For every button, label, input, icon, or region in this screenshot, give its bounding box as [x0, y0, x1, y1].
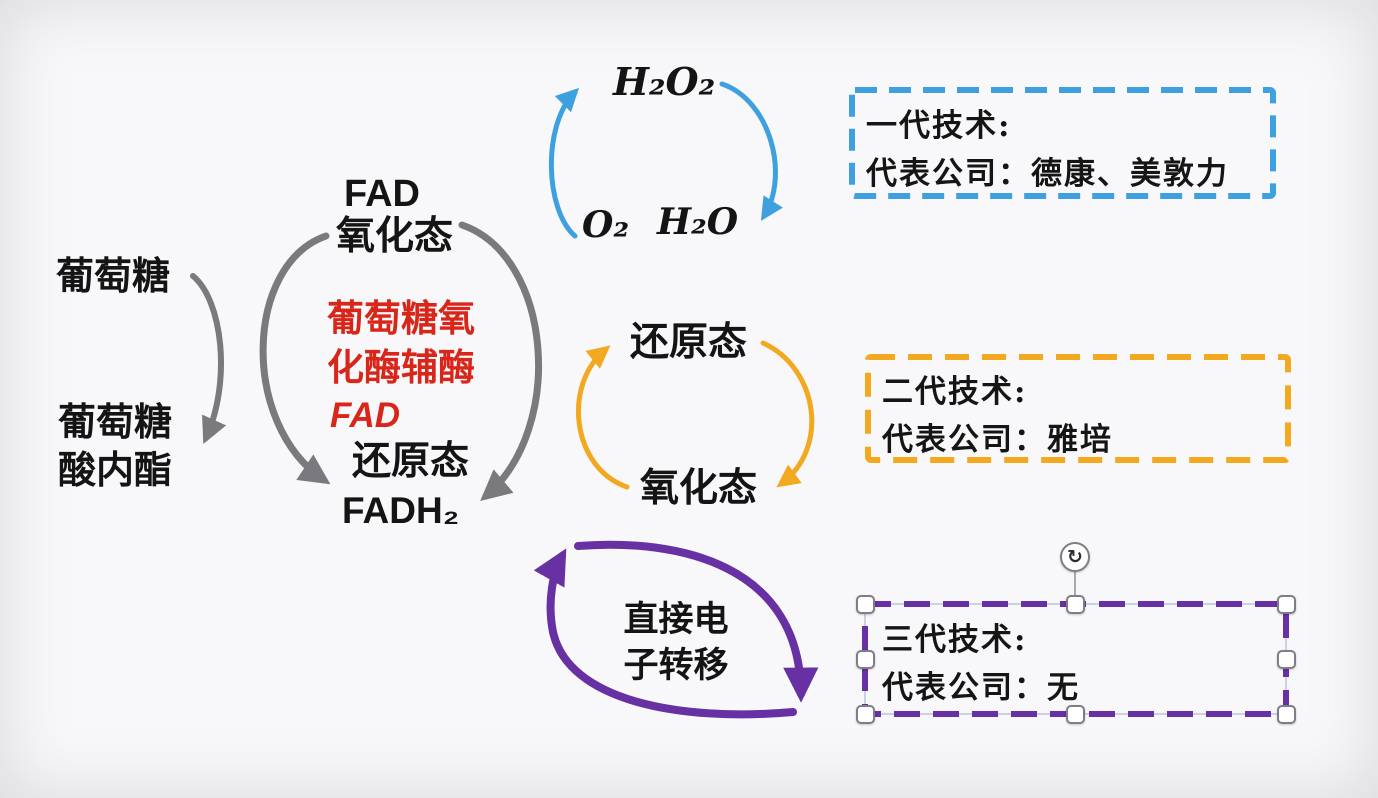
direct-electron-transfer-label[interactable]: 直接电 子转移 — [623, 599, 729, 686]
gen3-loop-top-arrow[interactable] — [574, 540, 819, 703]
fad-cycle-left-arrow[interactable] — [259, 232, 331, 485]
rotate-icon: ↻ — [1067, 546, 1083, 568]
gen3-box-text[interactable]: 三代技术: 代表公司：无 — [882, 616, 1080, 712]
enzyme-cofactor-label[interactable]: FAD — [330, 396, 400, 435]
gen1-box-border[interactable] — [849, 87, 1276, 199]
selection-handle-middle-right[interactable] — [1277, 650, 1296, 669]
fad-oxidized-state-label[interactable]: 氧化态 — [336, 213, 454, 259]
gen2-reduced-state-label[interactable]: 还原态 — [630, 319, 748, 365]
fad-reduced-state-label[interactable]: 还原态 — [352, 438, 470, 484]
gen1-title: 一代技术: — [866, 108, 1012, 144]
h2o2-label[interactable]: H₂O₂ — [613, 59, 716, 104]
rotation-handle[interactable]: ↻ — [1060, 542, 1090, 572]
o2-label[interactable]: O₂ — [582, 204, 630, 246]
glucose-arrow[interactable] — [190, 273, 227, 445]
gen3-loop-bottom-arrow[interactable] — [533, 548, 797, 719]
selection-handle-bottom-right[interactable] — [1277, 705, 1296, 724]
gen2-oxidized-state-label[interactable]: 氧化态 — [640, 465, 758, 511]
glucose-label[interactable]: 葡萄糖 — [56, 253, 171, 298]
selection-handle-bottom-center[interactable] — [1066, 705, 1085, 724]
enzyme-name-label[interactable]: 葡萄糖氧 化酶辅酶 — [327, 296, 475, 389]
gen3-title: 三代技术: — [882, 622, 1028, 658]
fadh2-label[interactable]: FADH₂ — [342, 490, 460, 531]
gen2-companies: 代表公司：雅培 — [882, 422, 1113, 458]
gen3-companies: 代表公司：无 — [882, 670, 1080, 706]
h2o-label[interactable]: H₂O — [657, 201, 739, 243]
gen2-box-border[interactable] — [865, 354, 1291, 463]
gen1-cycle-left-arrow[interactable] — [548, 87, 580, 239]
gluconolactone-label[interactable]: 葡萄糖 酸内酯 — [58, 399, 173, 492]
fad-cycle-right-arrow[interactable] — [458, 221, 543, 501]
selection-handle-bottom-left[interactable] — [856, 705, 875, 724]
selection-handle-top-center[interactable] — [1066, 595, 1085, 614]
gen1-box-text[interactable]: 一代技术: 代表公司：德康、美敦力 — [866, 102, 1229, 198]
selection-handle-top-left[interactable] — [856, 595, 875, 614]
gen2-box-text[interactable]: 二代技术: 代表公司：雅培 — [882, 368, 1113, 464]
gen2-title: 二代技术: — [882, 374, 1028, 410]
selection-handle-middle-left[interactable] — [856, 650, 875, 669]
gen1-companies: 代表公司：德康、美敦力 — [866, 156, 1229, 192]
selection-handle-top-right[interactable] — [1277, 595, 1296, 614]
gen2-cycle-left-arrow[interactable] — [576, 345, 630, 490]
gen1-cycle-right-arrow[interactable] — [719, 81, 783, 221]
fad-cofactor-label[interactable]: FAD — [344, 173, 420, 215]
gen2-cycle-right-arrow[interactable] — [760, 340, 815, 488]
